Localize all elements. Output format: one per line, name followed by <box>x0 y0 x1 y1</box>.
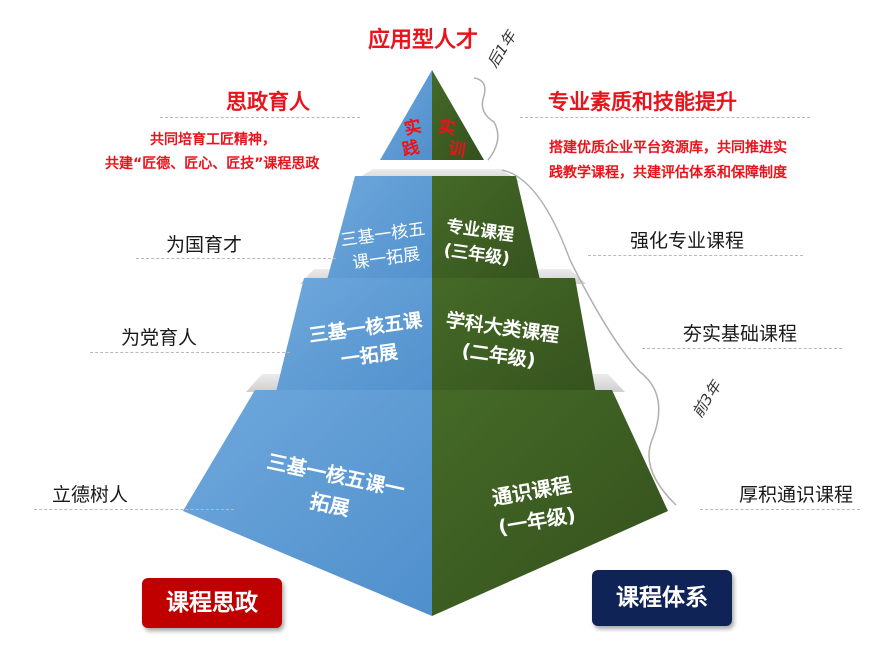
apex-right-char-1: 实 <box>437 116 457 140</box>
left-sub-line-1: 共同培育工匠精神， <box>150 132 276 148</box>
apex-left-char-1: 实 <box>402 116 423 140</box>
bracket-later-year <box>473 77 499 161</box>
left-label-2: 为党育人 <box>121 327 198 349</box>
level-bottom-right-face <box>432 390 668 616</box>
right-label-2: 夯实基础课程 <box>683 323 798 345</box>
left-heading: 思政育人 <box>226 90 310 114</box>
period-earlier-label: 前3年 <box>689 376 726 421</box>
bracket-earlier-years <box>501 169 677 506</box>
right-sub-line-2: 践教学课程，共建评估体系和保障制度 <box>549 165 787 181</box>
right-heading: 专业素质和技能提升 <box>548 90 737 114</box>
level-top-left-face <box>320 176 432 306</box>
right-label-3: 厚积通识课程 <box>739 484 854 506</box>
divider-right-label-2 <box>642 348 842 349</box>
left-label-1: 为国育才 <box>166 234 243 256</box>
right-label-1: 强化专业课程 <box>630 230 745 252</box>
level-bottom-left-face <box>183 390 432 616</box>
divider-left-label-1 <box>136 258 336 259</box>
course-system-button[interactable]: 课程体系 <box>592 570 732 626</box>
divider-right-label-1 <box>588 255 803 256</box>
right-sub-line-1: 搭建优质企业平台资源库，共同推进实 <box>549 140 787 156</box>
left-label-3: 立德树人 <box>52 484 129 506</box>
level-middle-right-face <box>432 278 600 416</box>
divider-left-heading <box>160 117 360 118</box>
apex-left-char-2: 践 <box>400 137 421 161</box>
level-top-right-face <box>432 176 546 306</box>
divider-right-label-3 <box>700 509 860 510</box>
top-title: 应用型人才 <box>368 28 479 53</box>
period-later-label: 后1年 <box>484 26 521 71</box>
left-sub-line-2: 共建“匠德、匠心、匠技”课程思政 <box>105 156 320 172</box>
apex-left-face <box>380 70 432 160</box>
course-ideology-button[interactable]: 课程思政 <box>142 578 282 628</box>
apex-right-face <box>432 70 484 160</box>
divider-right-heading <box>520 117 810 118</box>
divider-left-label-2 <box>90 352 290 353</box>
level-middle-left-face <box>270 278 432 416</box>
divider-left-label-3 <box>34 509 234 510</box>
apex-right-char-2: 训 <box>447 139 467 162</box>
